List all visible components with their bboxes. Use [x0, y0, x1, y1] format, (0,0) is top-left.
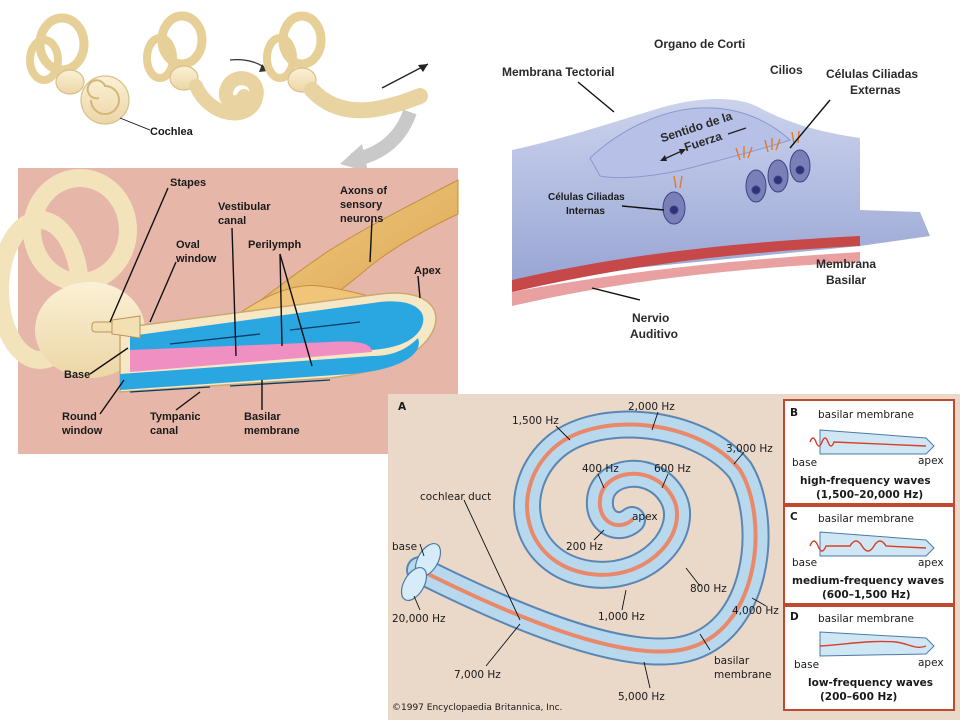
inner-ear-sketch-3 — [263, 11, 429, 119]
panel-d-tube — [819, 631, 935, 657]
panel-c-caption-2: (600–1,500 Hz) — [822, 589, 911, 601]
basilar-strip — [512, 236, 860, 292]
middle-left-leaders — [89, 187, 421, 415]
cilios-label: Cilios — [770, 63, 803, 77]
panel-d-caption-1: low-frequency waves — [808, 677, 933, 689]
cochlea-leader — [119, 117, 151, 131]
oval-window-label: Oval window — [175, 239, 217, 265]
duct-opening-lower — [400, 567, 428, 601]
vestibular-canal-label: Vestibular canal — [218, 201, 274, 227]
tympanic-canal-label: Tympanic canal — [150, 411, 204, 437]
uncoiled-cochlea-panel: Stapes Vestibular canal Axons of sensory… — [0, 168, 459, 454]
tonotopic-cochlea-panel: A 2,000 Hz 1,500 Hz — [388, 394, 960, 720]
panel-b-tube — [819, 429, 935, 455]
panel-d-membrane-label: basilar membrane — [818, 613, 914, 625]
freq-600-label: 600 Hz — [654, 463, 691, 475]
membrana-basilar-label: Membrana Basilar — [816, 257, 879, 287]
cilia-tufts — [673, 130, 800, 189]
freq-3000-label: 3,000 Hz — [726, 443, 773, 455]
corti-leaders — [577, 81, 831, 301]
spiral-basilar-membrane-label: basilar membrane — [714, 655, 771, 681]
freq-2000-label: 2,000 Hz — [628, 401, 675, 413]
tectorial-membrane — [589, 107, 791, 179]
freq-1500-label: 1,500 Hz — [512, 415, 559, 427]
axons-label: Axons of sensory neurons — [340, 185, 390, 225]
cochlear-duct-label: cochlear duct — [420, 491, 491, 503]
freq-200-label: 200 Hz — [566, 541, 603, 553]
apex-label: Apex — [414, 265, 442, 277]
freq-7000-label: 7,000 Hz — [454, 669, 501, 681]
panel-a-letter: A — [398, 401, 407, 413]
nervio-auditivo-label: Nervio Auditivo — [630, 311, 678, 341]
round-window-label: Round window — [61, 411, 103, 437]
panel-b-base-label: base — [792, 457, 817, 469]
panel-c-letter: C — [790, 511, 798, 523]
stapes-label: Stapes — [170, 177, 206, 189]
freq-400-label: 400 Hz — [582, 463, 619, 475]
panel-d-base-label: base — [794, 659, 819, 671]
celulas-externas-label: Células Ciliadas Externas — [826, 67, 921, 97]
inner-hair-cell — [662, 191, 686, 225]
panel-c-tube — [819, 531, 935, 557]
copyright-text: ©1997 Encyclopaedia Britannica, Inc. — [392, 703, 562, 713]
perilymph-label: Perilymph — [248, 239, 301, 251]
freq-4000-label: 4,000 Hz — [732, 605, 779, 617]
cochlear-duct-fluid — [130, 341, 372, 372]
wave-panel-b: B basilar membrane base apex high-freque… — [783, 399, 955, 505]
panel-c-wave — [809, 540, 927, 552]
basilar-membrane-label: Basilar membrane — [244, 411, 300, 437]
freq-20000-label: 20,000 Hz — [392, 613, 446, 625]
panel-d-letter: D — [790, 611, 799, 623]
panel-b-apex-label: apex — [918, 455, 944, 467]
panel-b-caption-1: high-frequency waves — [800, 475, 931, 487]
organo-de-corti-title: Organo de Corti — [654, 37, 745, 51]
panel-d-wave — [819, 640, 927, 649]
organ-of-corti-panel: Organo de Corti Membrana Tectorial Cilio… — [502, 37, 930, 341]
uncoiling-cochlea-sketches: Cochlea — [26, 11, 429, 172]
inner-ear-sketch-1 — [26, 13, 130, 125]
outer-hair-cells — [745, 149, 811, 203]
stapes-bone — [91, 315, 141, 339]
panel-d-apex-label: apex — [918, 657, 944, 669]
fluid-flow-arrows — [129, 321, 361, 393]
freq-800-label: 800 Hz — [690, 583, 727, 595]
wave-panel-c: C basilar membrane base apex medium-freq… — [783, 505, 955, 605]
panel-b-letter: B — [790, 407, 798, 419]
spiral-apex-label: apex — [632, 511, 658, 523]
cochlea-spiral — [406, 410, 770, 666]
panel-c-membrane-label: basilar membrane — [818, 513, 914, 525]
panel-b-wave — [809, 437, 927, 447]
panel-b-caption-2: (1,500–20,000 Hz) — [816, 489, 923, 501]
wave-panel-d: D basilar membrane base apex low-frequen… — [783, 605, 955, 711]
panel-b-membrane-label: basilar membrane — [818, 409, 914, 421]
membrana-tectorial-label: Membrana Tectorial — [502, 65, 614, 79]
nerve-strip — [512, 252, 860, 306]
base-label: Base — [64, 369, 90, 381]
celulas-internas-label: Células Ciliadas Internas — [548, 192, 627, 217]
spiral-base-label: base — [392, 541, 417, 553]
force-arrowhead-icon — [660, 149, 686, 161]
panel-c-apex-label: apex — [918, 557, 944, 569]
freq-1000-label: 1,000 Hz — [598, 611, 645, 623]
panel-c-caption-1: medium-frequency waves — [792, 575, 944, 587]
tympanic-canal-fluid — [120, 338, 419, 390]
frequency-leaders — [413, 411, 767, 689]
panel-c-base-label: base — [792, 557, 817, 569]
freq-5000-label: 5,000 Hz — [618, 691, 665, 703]
curved-arrow-head-icon — [340, 144, 368, 172]
cochlea-label: Cochlea — [150, 126, 194, 138]
panel-d-caption-2: (200–600 Hz) — [820, 691, 897, 703]
inner-ear-sketch-2 — [143, 11, 268, 121]
